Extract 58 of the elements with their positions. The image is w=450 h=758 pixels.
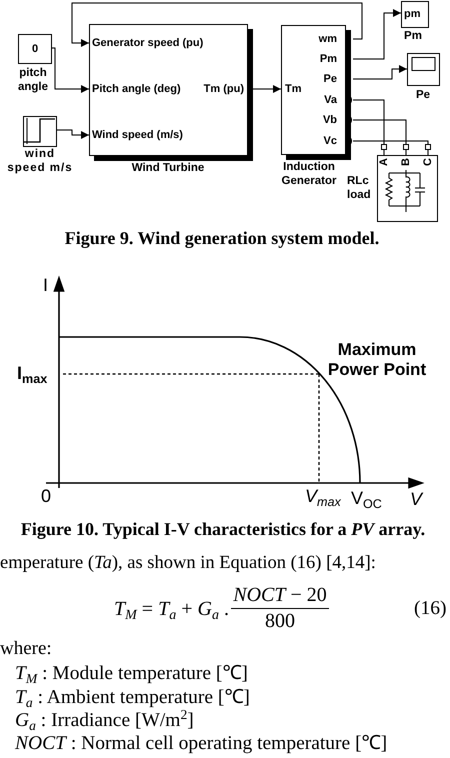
definition-text: NOCT : Normal cell operating temperature [℃] [15,732,388,755]
block-caption: Wind Turbine [130,161,206,175]
constant-value: 0 [32,43,38,55]
rlc-load-block [377,144,438,222]
signal-arrow [56,130,90,139]
port-label: Tm (pu) [204,83,244,95]
step-signal-icon [23,116,57,147]
terminal-label: B [400,158,412,166]
figure-caption: Figure 10. Typical I-V characteristics for a PV array. [20,519,426,540]
connection-line [352,140,428,144]
equation-numerator: NOCT − 20 [233,584,327,606]
axis-label: I$_{max}$ [17,362,48,384]
block-caption: RLc load [347,174,372,202]
signal-arrow [352,65,408,80]
port-label: Wind speed (m/s) [92,129,183,141]
equation-left-side: T$_{M}$ = T$_{a}$ + G$_{a}$ . [114,597,229,621]
equation-number: (16) [414,597,446,621]
display-block [401,1,429,28]
port-label: Pm [320,53,337,65]
terminal-label: A [378,158,390,166]
wind-turbine-block [89,24,253,161]
connection-line [352,120,406,144]
axis-label: V [410,488,422,510]
axis-label: V$_{max}$ [305,485,341,507]
block-caption: Pm [403,29,423,43]
equation-denominator: 800 [265,611,295,632]
induction-generator-block [281,25,353,160]
connection-line [352,100,384,144]
axis-label: V$_{OC}$ [351,487,382,509]
display-label: pm [404,8,420,20]
signal-arrow [52,48,90,93]
block-caption: pitch angle [16,66,50,94]
axis-label: I [43,274,48,296]
port-label: wm [318,33,337,45]
signal-arrow [352,9,402,60]
port-label: Pitch angle (deg) [92,83,181,95]
terminal-label: C [422,158,434,166]
port-label: Generator speed (pu) [92,37,204,49]
port-label: Vb [322,114,337,126]
annotation-text: Maximum Power Point [326,340,428,380]
constant-block [18,34,52,64]
axis-label: 0 [41,485,52,507]
port-label: Pe [324,73,337,85]
definition-text: T$_{a}$ : Ambient temperature [℃] [15,686,250,709]
port-label: Va [324,94,337,106]
signal-arrow [252,85,282,93]
port-label: Vc [324,135,337,147]
scope-icon [407,53,440,86]
block-caption: wind speed m/s [6,147,74,175]
port-label: Tm [285,83,302,95]
body-text: where: [0,637,52,660]
definition-text: G$_{a}$ : Irradiance [W/m$^{2}$] [15,709,194,732]
block-caption: Pe [414,88,432,102]
figure-caption: Figure 9. Wind generation system model. [64,228,380,249]
signal-arrow [72,2,362,47]
definition-text: T$_{M}$ : Module temperature [℃] [15,662,248,685]
body-text: emperature (Ta), as shown in Equation (16) [4,14]: [0,552,376,574]
block-caption: Induction Generator [280,160,338,188]
